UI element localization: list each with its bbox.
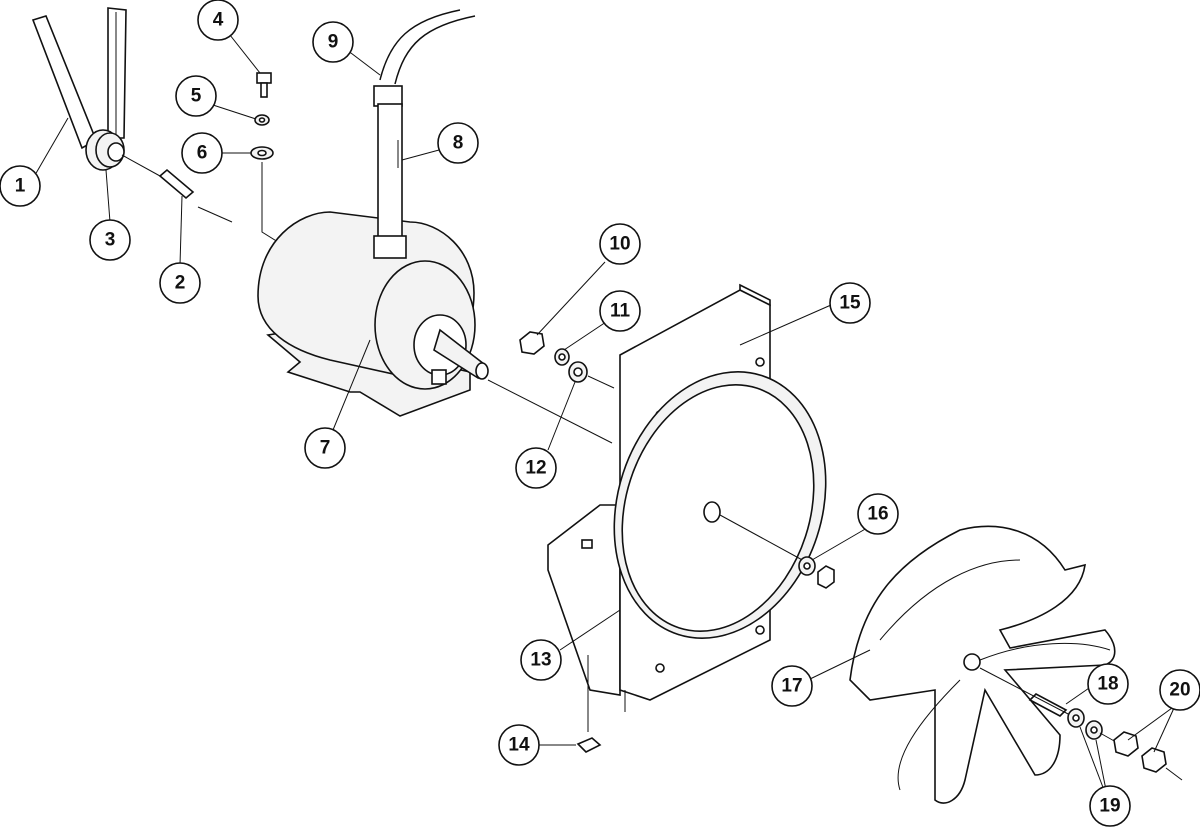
callout-16-label: 16 [867, 504, 888, 525]
callout-7: 7 [304, 427, 346, 469]
callout-13: 13 [520, 639, 562, 681]
callout-9: 9 [312, 21, 354, 63]
callout-16: 16 [857, 493, 899, 535]
callout-10: 10 [599, 223, 641, 265]
callout-8-label: 8 [453, 133, 464, 154]
flat-washer [250, 146, 274, 160]
leader-lines [34, 29, 1175, 791]
wheel-nuts [1113, 731, 1167, 773]
lock-washer [254, 114, 270, 126]
blower-housing-plate [613, 371, 827, 639]
washer-nut-set [798, 556, 835, 589]
callout-15: 15 [829, 282, 871, 324]
shaft-key [158, 168, 195, 200]
callout-6: 6 [181, 132, 223, 174]
blower-wheel [849, 525, 1116, 804]
callout-6-label: 6 [197, 143, 208, 164]
callout-12: 12 [515, 447, 557, 489]
pulley [85, 129, 125, 171]
flat-washer-2 [568, 361, 588, 383]
callout-3: 3 [89, 219, 131, 261]
callout-12-label: 12 [525, 458, 546, 479]
callout-18-label: 18 [1097, 674, 1118, 695]
callout-11-label: 11 [610, 301, 631, 322]
callout-20-label: 20 [1169, 680, 1190, 701]
callout-10-label: 10 [609, 234, 630, 255]
lock-washer-2 [554, 348, 570, 366]
callout-20: 20 [1159, 669, 1200, 711]
callout-17-label: 17 [781, 676, 802, 697]
callout-19: 19 [1089, 785, 1131, 827]
callout-14-label: 14 [508, 735, 530, 756]
callout-11: 11 [599, 290, 641, 332]
callout-15-label: 15 [839, 293, 861, 314]
callout-7-label: 7 [320, 438, 331, 459]
callout-3-label: 3 [105, 230, 116, 251]
wiring-harness [373, 9, 476, 259]
callout-9-label: 9 [328, 32, 339, 53]
callout-5: 5 [175, 75, 217, 117]
callout-19-label: 19 [1099, 796, 1120, 817]
callout-8: 8 [437, 122, 479, 164]
callout-5-label: 5 [191, 86, 202, 107]
callout-14: 14 [498, 724, 540, 766]
spring-clip [576, 737, 602, 753]
callout-1: 1 [0, 165, 41, 207]
callout-2-label: 2 [175, 273, 186, 294]
callout-17: 17 [771, 665, 813, 707]
wheel-washers [1067, 708, 1103, 740]
callout-4: 4 [197, 0, 239, 41]
callout-2: 2 [159, 262, 201, 304]
callout-1-label: 1 [15, 176, 26, 197]
hex-nut [519, 331, 545, 355]
bolt [256, 72, 272, 98]
blower-motor [257, 211, 489, 417]
callout-13-label: 13 [530, 650, 551, 671]
mounting-arm [31, 7, 127, 150]
callout-4-label: 4 [213, 10, 224, 31]
callout-18: 18 [1087, 663, 1129, 705]
